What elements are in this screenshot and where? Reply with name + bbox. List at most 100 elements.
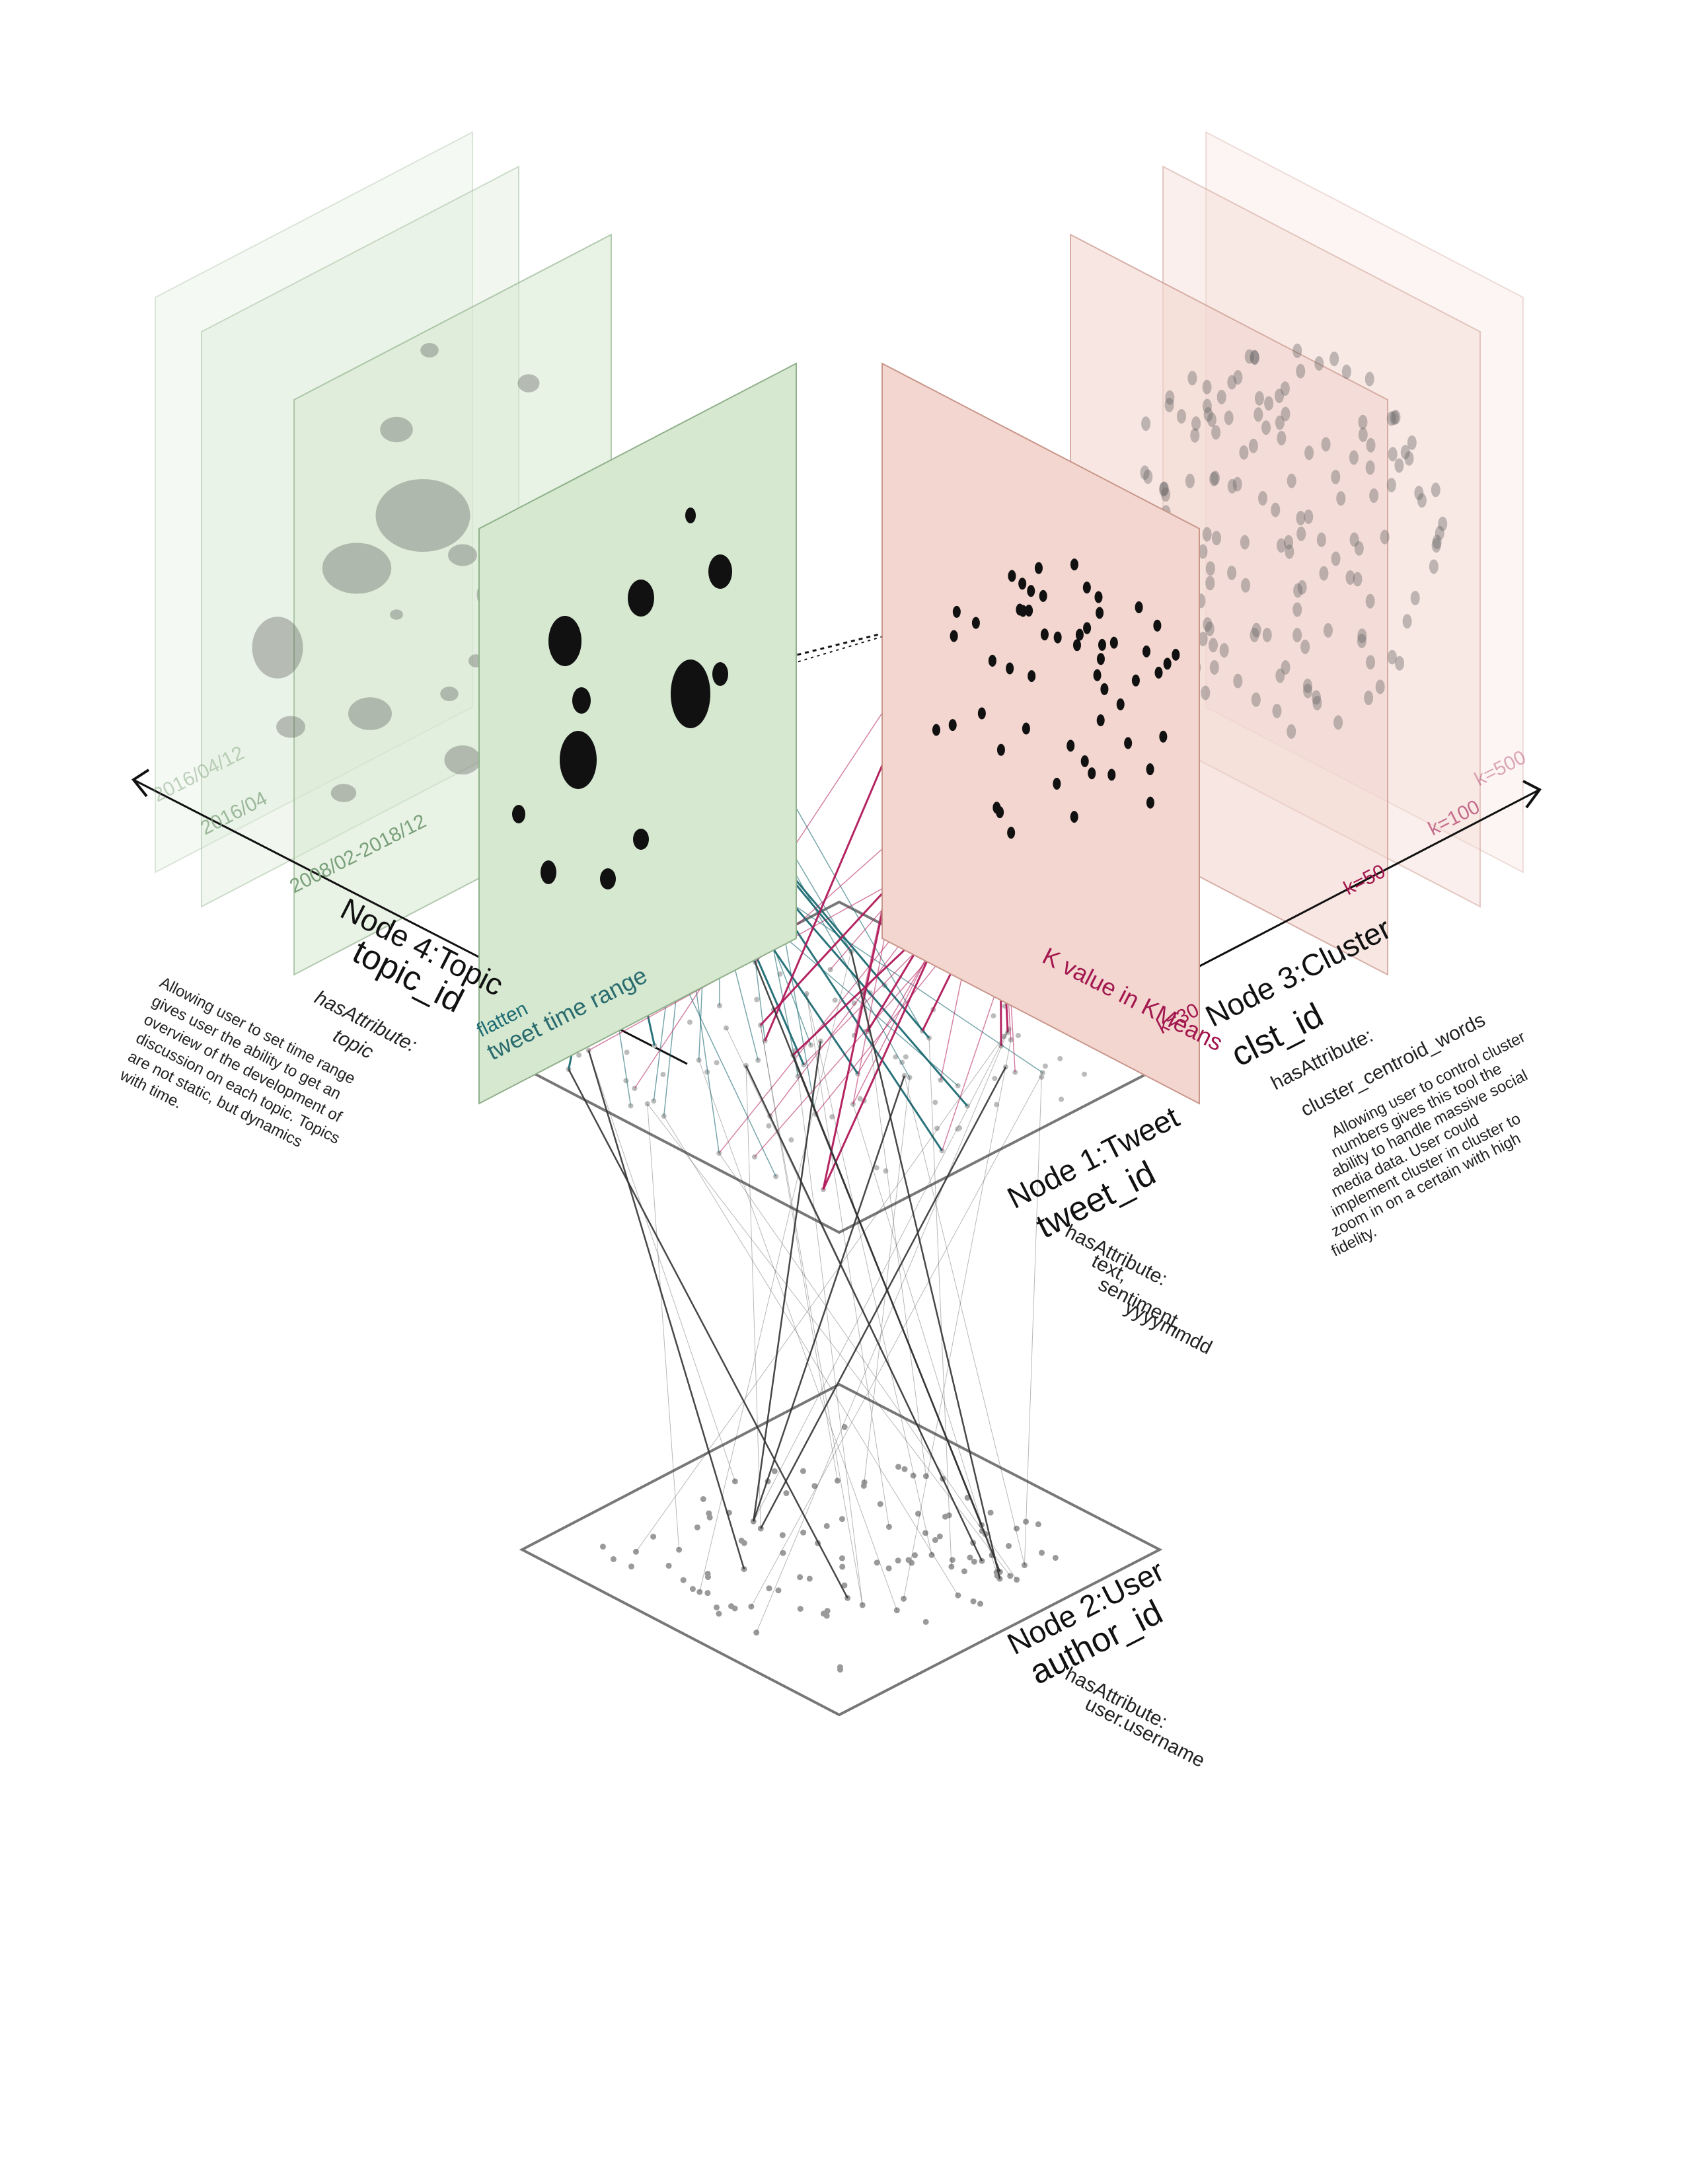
cluster-dot-front	[1027, 585, 1035, 597]
user-edge	[745, 1065, 983, 1562]
user-edge	[850, 951, 1001, 1579]
tweet-dot	[1059, 1096, 1065, 1102]
user-dot	[895, 1558, 901, 1564]
topic-bubble	[375, 479, 470, 552]
user-edge	[794, 1050, 863, 1606]
user-edge	[698, 1060, 897, 1610]
user-dot	[1052, 1554, 1059, 1561]
tweet-dot	[788, 1137, 794, 1143]
user-dot	[922, 1618, 929, 1625]
user-dot	[806, 1575, 813, 1582]
user-dot	[967, 1554, 973, 1561]
cluster-dot-front	[1083, 622, 1092, 634]
cluster-dot-back	[1388, 447, 1398, 462]
tweet-dot	[883, 1168, 889, 1174]
topic-bubble-front	[572, 687, 591, 714]
cluster-dot-back	[1304, 445, 1314, 461]
user-dot	[632, 1548, 639, 1555]
user-plane	[519, 1382, 1163, 1717]
cluster-dot-back	[1244, 349, 1254, 364]
cluster-dot-back	[1217, 389, 1226, 404]
tweet-dot	[903, 1054, 909, 1060]
topic-bubble-front	[628, 580, 654, 617]
tweet-dot	[1001, 1034, 1007, 1039]
tweet-dot	[623, 1078, 629, 1084]
cluster-dot-back	[1292, 343, 1302, 358]
user-dot	[936, 1533, 943, 1540]
cluster-dot-back	[1404, 451, 1414, 466]
cluster-dot-back	[1224, 410, 1234, 426]
user-dot	[1021, 1562, 1028, 1569]
cluster-dot-back	[1331, 469, 1341, 484]
cluster-dot-back	[1438, 516, 1448, 531]
tweet-dot	[1057, 1055, 1063, 1061]
cluster-dot-back	[1159, 481, 1169, 496]
cluster-dot-front	[1019, 605, 1028, 617]
user-dot	[823, 1523, 830, 1529]
user-edge	[904, 1075, 1025, 1565]
cluster-dot-back	[1417, 493, 1427, 508]
user-dot	[987, 1509, 994, 1516]
cluster-dot-back	[1354, 541, 1364, 556]
cluster-dot-front	[1146, 763, 1154, 776]
cluster-dot-back	[1275, 668, 1285, 683]
user-dot	[797, 1606, 804, 1612]
user-dot	[694, 1524, 700, 1530]
cluster-dot-back	[1319, 566, 1329, 581]
topic-bubble-front	[685, 508, 696, 523]
topic-bubble-front	[512, 805, 525, 823]
user-dot	[800, 1468, 806, 1474]
cluster-dot-back	[1202, 527, 1212, 542]
user-dot	[910, 1472, 917, 1479]
cluster-dot-back	[1205, 621, 1215, 636]
cluster-dot-back	[1296, 363, 1306, 379]
user-dot	[895, 1464, 902, 1470]
cluster-dot-back	[1402, 614, 1412, 629]
topic-bubble	[444, 745, 481, 774]
cluster-dot-front	[1163, 658, 1172, 670]
cluster-dot-front	[1116, 698, 1125, 710]
cluster-dot-back	[1345, 570, 1355, 585]
cluster-dot-back	[1227, 565, 1237, 580]
user-edge	[752, 1041, 822, 1522]
cluster-dot-back	[1304, 509, 1314, 524]
tweet-dot	[932, 1100, 938, 1106]
user-dot	[928, 1552, 935, 1558]
cluster-dot-front	[1142, 645, 1150, 658]
user-dot	[841, 1582, 848, 1589]
user-edge	[647, 1103, 1011, 1577]
user-edge	[806, 993, 932, 1556]
cluster-dot-front	[1039, 589, 1047, 602]
cluster-dot-back	[1365, 460, 1375, 475]
cluster-dot-back	[1329, 352, 1339, 367]
user-dot	[839, 1555, 845, 1562]
cluster-dot-back	[1201, 685, 1211, 700]
cluster-dot-back	[1364, 691, 1374, 706]
cluster-dot-front	[1028, 670, 1036, 683]
user-edge	[745, 1065, 761, 1529]
cluster-dot-back	[1254, 391, 1264, 406]
topic-cluster-link	[690, 617, 946, 695]
topic-bubble	[440, 687, 459, 701]
cluster-dot-back	[1250, 627, 1259, 642]
user-dot	[700, 1496, 706, 1503]
cluster-dot-back	[1395, 656, 1405, 671]
cluster-dot-front	[1107, 769, 1116, 781]
cluster-dot-front	[948, 719, 957, 732]
cluster-dot-back	[1287, 724, 1296, 739]
cluster-dot-front	[1159, 730, 1168, 743]
cluster-dot-front	[1018, 578, 1027, 590]
user-edge	[756, 1029, 1010, 1633]
tweet-dot	[644, 1101, 650, 1107]
cluster-dot-front	[1034, 562, 1043, 574]
cluster-dot-back	[1227, 375, 1237, 390]
cluster-dot-back	[1312, 695, 1322, 710]
cluster-dot-back	[1366, 437, 1376, 453]
cluster-dot-back	[1280, 381, 1290, 396]
cluster-dot-back	[1190, 428, 1200, 443]
tweet-dot	[829, 1114, 835, 1120]
cluster-dot-back	[1429, 559, 1439, 574]
user-dot	[841, 1424, 848, 1431]
topic-bubble	[348, 697, 392, 730]
cluster-dot-front	[952, 605, 961, 618]
